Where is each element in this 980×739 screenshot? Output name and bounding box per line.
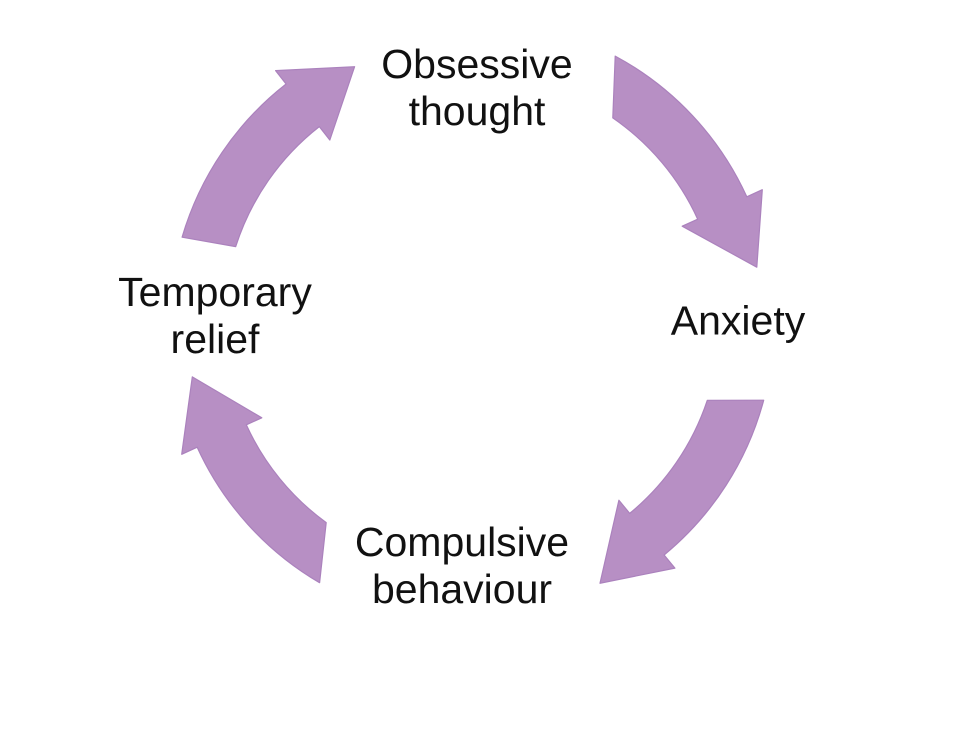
arrow-obsessive-to-anxiety-icon: [612, 55, 763, 268]
arrow-anxiety-to-compulsive-icon: [599, 399, 765, 584]
node-temporary-relief: Temporary relief: [118, 269, 312, 362]
node-anxiety: Anxiety: [670, 297, 806, 344]
arrow-compulsive-to-relief-icon: [181, 376, 327, 584]
arrow-relief-to-obsessive-icon: [181, 66, 356, 248]
node-compulsive-behaviour: Compulsive behaviour: [354, 519, 570, 612]
node-obsessive-thought: Obsessive thought: [381, 41, 573, 134]
